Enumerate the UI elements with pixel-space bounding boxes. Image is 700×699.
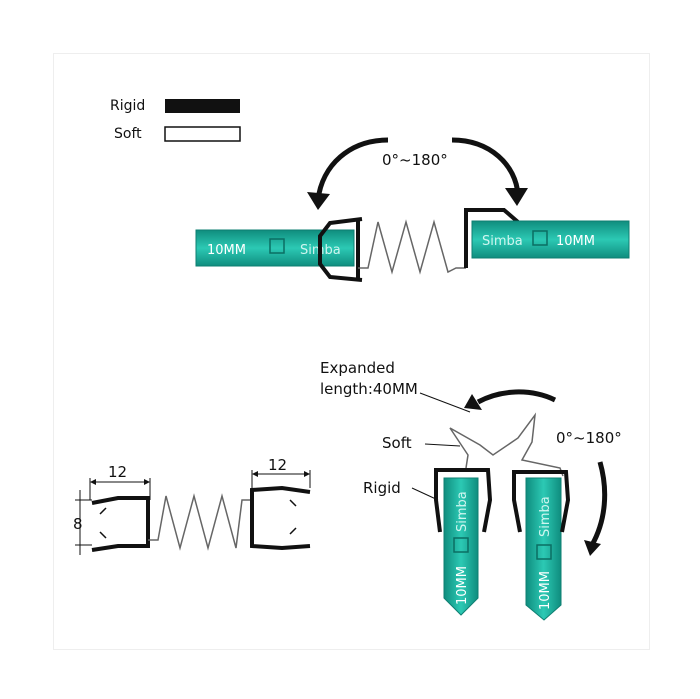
rotation-arrow-right [451,137,521,196]
rotated-glass-1-text: 10MM [455,566,470,605]
left-glass-panel [195,229,355,267]
legend-soft-swatch [164,126,241,142]
top-angle-label: 0°~180° [382,151,448,169]
rotation-arrowhead-right [505,188,528,206]
dim-right-lip-b [289,527,297,535]
dim-left-lip-b [99,531,107,539]
left-glass-logo-icon [269,238,285,254]
legend-soft-label: Soft [114,126,142,142]
expanded-label-line1: Expanded [320,359,395,377]
legend: Rigid Soft [110,98,241,142]
top-soft-spring [358,219,466,275]
dim-right-lip-a [289,499,297,507]
left-rigid-profile [318,217,363,282]
rotated-view: Expanded length:40MM 0°~180° Soft Rigid … [320,359,622,621]
rotated-angle-label: 0°~180° [556,429,622,447]
rot-arrowhead-top [464,394,482,410]
rotated-glass-2 [525,477,562,621]
rot-arrow-right [589,461,608,547]
rot-arrow-top [476,389,557,405]
dim-right-width: 12 [268,456,287,474]
right-glass-text: 10MM [556,234,595,249]
soft-leader [424,443,461,447]
expanded-leader [419,392,471,413]
right-glass-brand: Simba [482,234,523,249]
rotated-rigid-profile-2 [512,470,571,533]
dim-left-profile [91,496,150,552]
rigid-leader [411,487,439,501]
rotation-arrow-left [315,137,389,201]
right-glass-logo-icon [532,230,548,246]
dim-soft-spring [148,493,252,551]
rotated-glass-1 [443,477,479,616]
rotated-glass-1-logo-icon [453,537,469,553]
rotated-soft-spring [449,412,564,477]
rotated-glass-2-brand: Simba [538,496,553,537]
dim-height: 8 [73,515,83,533]
dim-left-lip-a [99,507,107,515]
left-glass-text: 10MM [207,243,246,258]
rotated-glass-1-brand: Simba [455,491,470,532]
dimension-view: 12 8 12 [73,456,311,555]
expanded-label-line2: length:40MM [320,380,418,398]
legend-rigid-swatch [165,99,240,113]
dim-left-width: 12 [108,463,127,481]
top-view: 0°~180° 10MM Simba Simba 10MM [195,137,630,282]
rotated-rigid-label: Rigid [363,479,401,497]
rotated-soft-label: Soft [382,434,412,452]
diagram-frame [53,53,650,650]
dim-right-profile [250,485,311,551]
rotated-glass-2-text: 10MM [538,571,553,610]
rot-arrowhead-right [584,540,601,556]
rotation-arrowhead-left [307,192,330,210]
right-glass-panel [471,220,630,259]
rotated-rigid-profile-1 [434,468,493,533]
legend-rigid-label: Rigid [110,98,145,114]
rotated-glass-2-logo-icon [536,544,552,560]
